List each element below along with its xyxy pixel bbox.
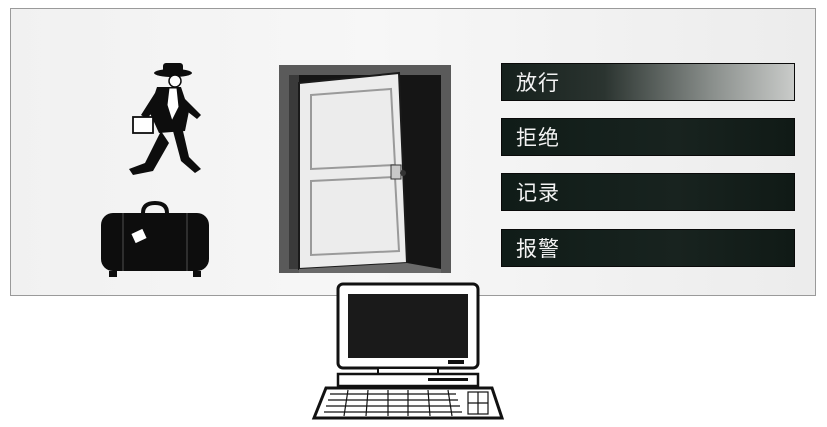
record-button[interactable]: 记录 <box>501 173 795 211</box>
control-panel: 放行 拒绝 记录 报警 <box>10 8 816 296</box>
alarm-button[interactable]: 报警 <box>501 229 795 267</box>
traveler-icon <box>129 63 201 175</box>
computer-icon <box>311 282 505 420</box>
reject-button[interactable]: 拒绝 <box>501 118 795 156</box>
open-door-icon <box>279 65 451 273</box>
reject-button-label: 拒绝 <box>516 126 560 150</box>
record-button-label: 记录 <box>516 181 560 205</box>
pass-button[interactable]: 放行 <box>501 63 795 101</box>
pass-button-label: 放行 <box>516 71 560 95</box>
alarm-button-label: 报警 <box>516 237 560 261</box>
suitcase-icon <box>101 201 209 277</box>
